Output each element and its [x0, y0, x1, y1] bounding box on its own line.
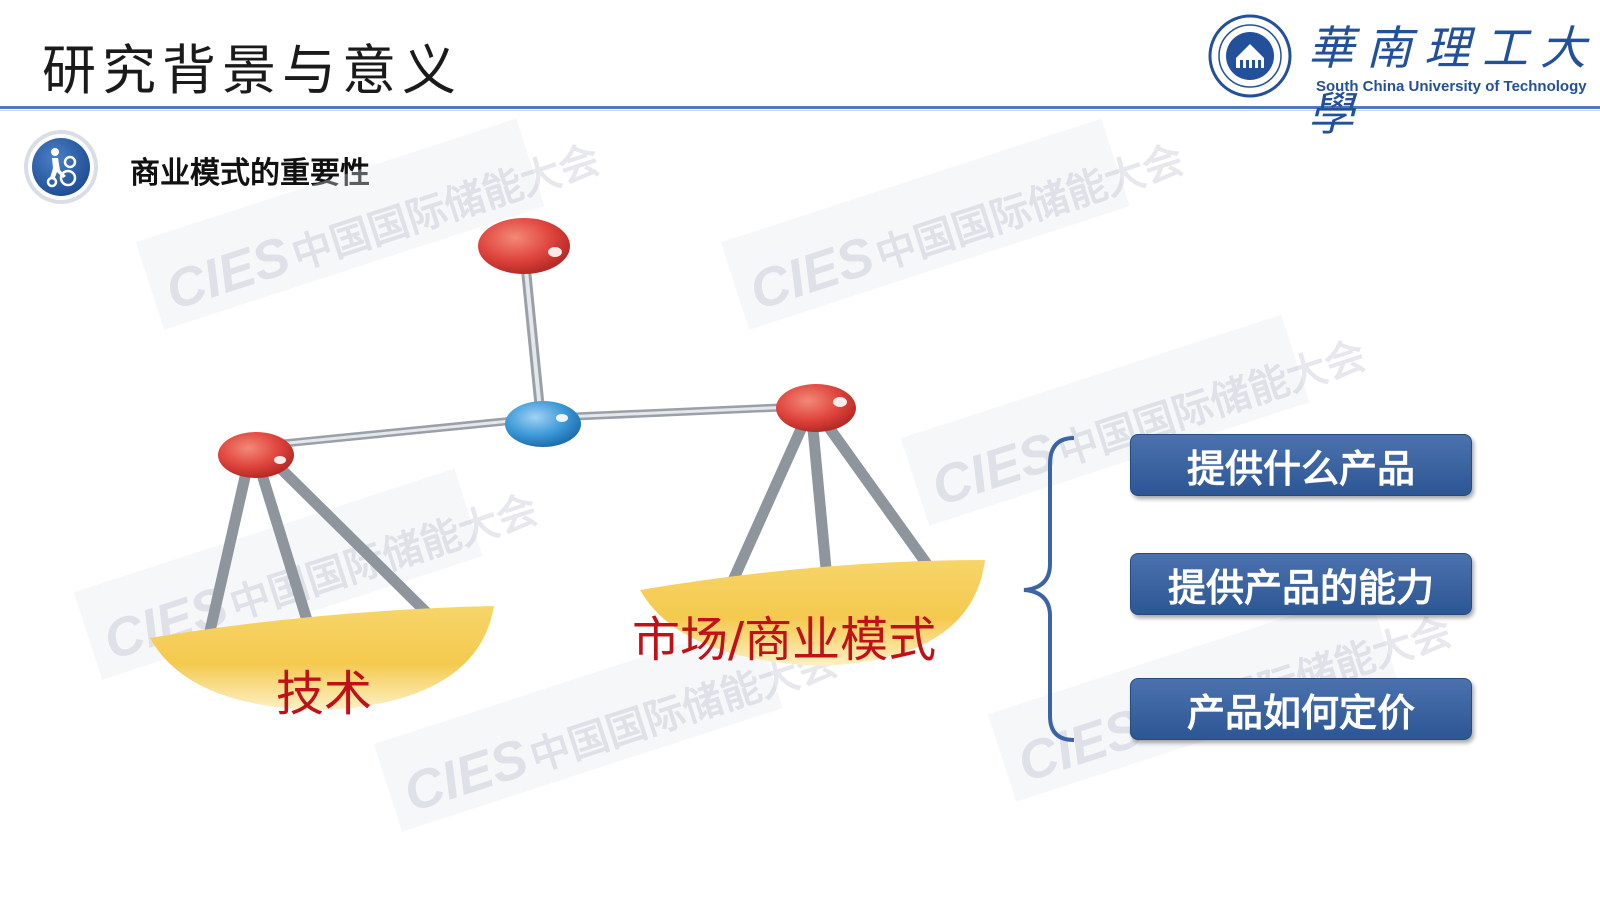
page-title: 研究背景与意义 [42, 39, 462, 102]
left-ball [218, 432, 294, 478]
right-pan-label: 市场/商业模式 [632, 612, 937, 668]
left-pan-label: 技术 [276, 666, 373, 722]
title-divider-light [0, 110, 1600, 111]
section-title: 商业模式的重要性 [130, 156, 370, 191]
university-name-cn: 華南理工大學 [1308, 21, 1598, 141]
top-ball [478, 218, 570, 274]
university-name-en: South China University of Technology [1316, 78, 1587, 95]
left-scale-pan [150, 606, 494, 710]
right-ball [776, 384, 856, 432]
curly-brace [1023, 436, 1075, 742]
right-scale-pan [640, 560, 985, 666]
option-capability-box: 提供产品的能力 [1130, 553, 1472, 615]
business-gears-icon [24, 130, 98, 204]
pivot-ball [505, 401, 581, 447]
title-divider [0, 106, 1600, 109]
university-seal-icon [1208, 14, 1292, 98]
option-pricing-box: 产品如何定价 [1130, 678, 1472, 740]
option-product-box: 提供什么产品 [1130, 434, 1472, 496]
